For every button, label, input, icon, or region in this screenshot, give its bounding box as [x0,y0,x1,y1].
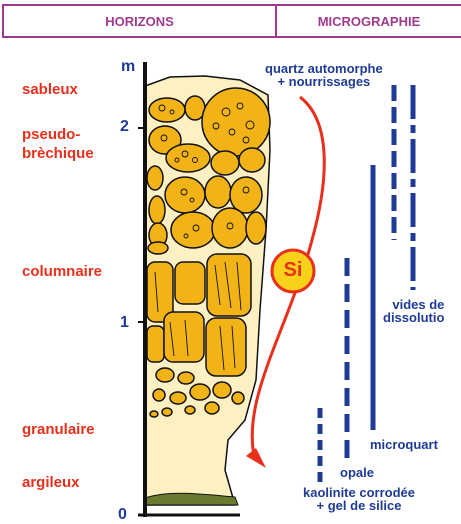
tick-2: 2 [120,118,129,136]
silica-arrow-head [246,448,266,468]
label-opale: opale [340,466,374,479]
horizon-argileux: argileux [22,473,80,492]
label-kaolinite: kaolinite corrodée + gel de silice [303,486,415,512]
label-vides-dissolution: vides de dissolutio [383,298,444,324]
si-label: Si [272,259,314,282]
tick-0: 0 [118,506,127,524]
horizon-sableux: sableux [22,80,78,99]
horizon-granulaire: granulaire [22,420,95,439]
horizon-columnaire: columnaire [22,262,102,281]
micro-bars [320,85,413,485]
horizon-pseudo-brechique: pseudo- brèchique [22,125,94,163]
label-microquartz: microquart [370,438,438,451]
axis-unit: m [121,58,135,76]
label-quartz-automorphe: quartz automorphe + nourrissages [265,62,383,88]
tick-1: 1 [120,314,129,332]
